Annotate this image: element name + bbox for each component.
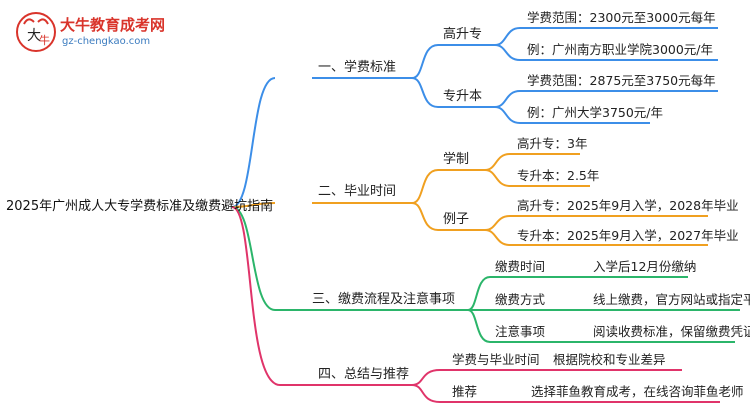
leaf-junior-timeline: 高升专：2025年9月入学，2028年毕业 [517, 198, 739, 213]
node-recommendation: 推荐 [452, 384, 478, 399]
leaf-junior-tuition-range: 学费范围：2300元至3000元每年 [527, 10, 716, 25]
logo-title: 大牛教育成考网 [60, 16, 166, 34]
leaf-bachelor-duration: 专升本：2.5年 [517, 168, 600, 183]
leaf-junior-duration: 高升专：3年 [517, 136, 588, 151]
detail-recommendation: 选择菲鱼教育成考，在线咨询菲鱼老师 [531, 384, 744, 399]
node-payment-time: 缴费时间 [495, 259, 546, 274]
mindmap-root: 2025年广州成人大专学费标准及缴费避坑指南 [6, 199, 274, 214]
logo-url: gz-chengkao.com [62, 36, 151, 47]
svg-text:牛: 牛 [39, 33, 50, 47]
branch-payment-process: 三、缴费流程及注意事项 [312, 292, 456, 307]
detail-payment-method: 线上缴费，官方网站或指定平台 [593, 292, 750, 307]
node-tuition-and-graduation: 学费与毕业时间 [452, 352, 540, 367]
leaf-bachelor-tuition-range: 学费范围：2875元至3750元每年 [527, 73, 716, 88]
site-logo: 大 牛 大牛教育成考网 gz-chengkao.com [14, 10, 184, 54]
detail-tuition-and-graduation: 根据院校和专业差异 [553, 352, 666, 367]
node-upgrade-bachelor: 专升本 [443, 89, 483, 104]
bull-logo-icon: 大 牛 [16, 12, 56, 52]
branch-tuition-standard: 一、学费标准 [318, 60, 397, 75]
svg-text:大: 大 [27, 28, 41, 44]
leaf-junior-tuition-example: 例：广州南方职业学院3000元/年 [527, 42, 714, 57]
detail-payment-time: 入学后12月份缴纳 [593, 259, 697, 274]
node-study-length: 学制 [443, 152, 470, 167]
branch-graduation-time: 二、毕业时间 [318, 184, 397, 199]
node-payment-method: 缴费方式 [495, 292, 546, 307]
node-junior-college: 高升专 [443, 27, 483, 42]
branch-summary: 四、总结与推荐 [318, 367, 410, 382]
leaf-bachelor-timeline: 专升本：2025年9月入学，2027年毕业 [517, 228, 739, 243]
node-payment-notes: 注意事项 [495, 324, 546, 339]
leaf-bachelor-tuition-example: 例：广州大学3750元/年 [527, 105, 664, 120]
node-examples: 例子 [443, 212, 470, 227]
detail-payment-notes: 阅读收费标准，保留缴费凭证 [593, 324, 750, 339]
